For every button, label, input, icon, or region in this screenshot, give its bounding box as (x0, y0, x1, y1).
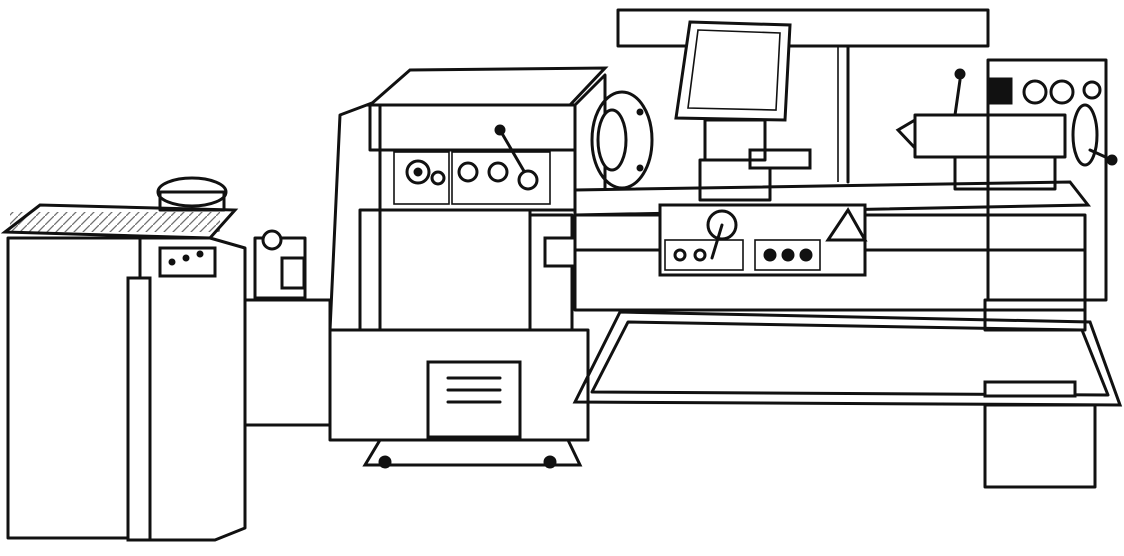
feed-handwheel-icon (1071, 103, 1099, 167)
motor-gauge-icon (261, 229, 283, 251)
control-column (986, 58, 1118, 302)
control-dial-icon (487, 161, 509, 183)
control-button-icon (1049, 79, 1075, 105)
base (328, 298, 1097, 489)
tailstock-lever-icon (953, 78, 962, 117)
small-knob-icon (430, 170, 446, 186)
control-button-icon (1082, 80, 1102, 100)
tailstock (895, 68, 1067, 191)
chuck (590, 90, 654, 190)
chip-tray (572, 310, 1123, 407)
motor-unit (243, 229, 332, 427)
overhead-rail (616, 8, 990, 184)
gear-lever-icon (498, 128, 530, 180)
cabinet-indicator-icon (168, 258, 176, 266)
cabinet-indicator-icon (182, 254, 190, 262)
headstock (328, 66, 609, 332)
coolant-cap-icon (156, 176, 228, 208)
leadscrew-end-icon (543, 236, 577, 268)
cabinet-indicator-icon (196, 250, 204, 258)
electrical-cabinet (0, 176, 247, 542)
control-dial-icon (457, 161, 479, 183)
carriage (658, 148, 868, 277)
control-button-icon (1022, 79, 1048, 105)
